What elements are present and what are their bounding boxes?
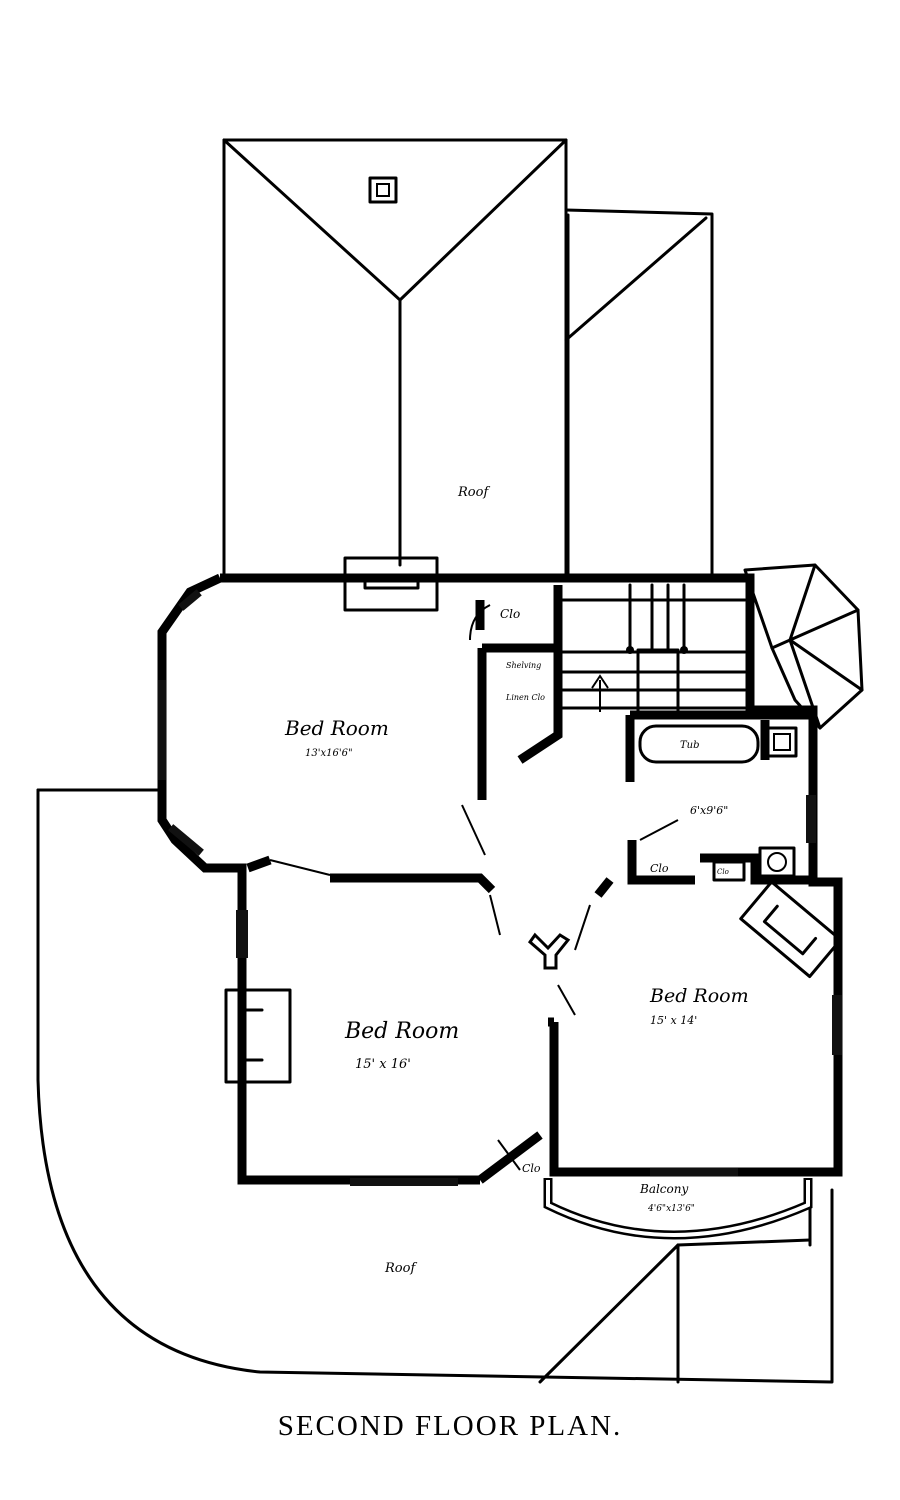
room-size: 15' x 16' xyxy=(355,1057,411,1072)
room-name: Bed Room xyxy=(284,716,389,740)
balcony xyxy=(543,1178,813,1240)
room-nw-bedroom: Bed Room 13'x16'6" xyxy=(284,716,389,759)
closet-label-top: Clo xyxy=(500,607,520,621)
room-balcony: Balcony 4'6"x13'6" xyxy=(639,1182,695,1214)
small-closet xyxy=(712,860,746,882)
toilet xyxy=(758,846,796,878)
room-se-bedroom: Bed Room 15' x 14' xyxy=(649,985,749,1027)
room-size: 13'x16'6" xyxy=(305,748,353,759)
linen-closet-label: Linen Clo xyxy=(505,693,545,702)
closet-label-bottom: Clo xyxy=(522,1162,541,1175)
side-roof xyxy=(564,208,714,577)
plan-caption: SECOND FLOOR PLAN. xyxy=(277,1410,623,1442)
chimney-breasts xyxy=(224,556,843,1084)
closet-label-mid: Clo xyxy=(650,862,669,875)
room-name: Bed Room xyxy=(344,1019,459,1044)
bathtub xyxy=(638,724,760,764)
tub-label: Tub xyxy=(680,740,700,751)
room-size: 4'6"x13'6" xyxy=(647,1204,695,1214)
roof-label-bottom: Roof xyxy=(384,1261,417,1276)
room-name: Balcony xyxy=(639,1182,688,1196)
staircase xyxy=(560,583,747,714)
room-name: Bed Room xyxy=(649,985,749,1007)
shelving-label: Shelving xyxy=(506,661,541,670)
room-size: 15' x 14' xyxy=(650,1014,697,1027)
chimney-top xyxy=(368,176,398,204)
room-sw-bedroom: Bed Room 15' x 16' xyxy=(344,1019,459,1072)
tower-roof xyxy=(743,563,864,730)
bath-size-label: 6'x9'6" xyxy=(690,804,728,817)
upper-roof xyxy=(222,138,568,582)
lower-roof xyxy=(36,788,834,1384)
windows xyxy=(158,589,842,1186)
door-swings xyxy=(269,604,679,1171)
washbasin xyxy=(766,726,798,758)
closet-label-small: Clo xyxy=(717,868,729,876)
roof-label-top: Roof xyxy=(457,485,490,500)
bath-fixtures xyxy=(638,724,798,882)
walls xyxy=(157,573,843,1185)
